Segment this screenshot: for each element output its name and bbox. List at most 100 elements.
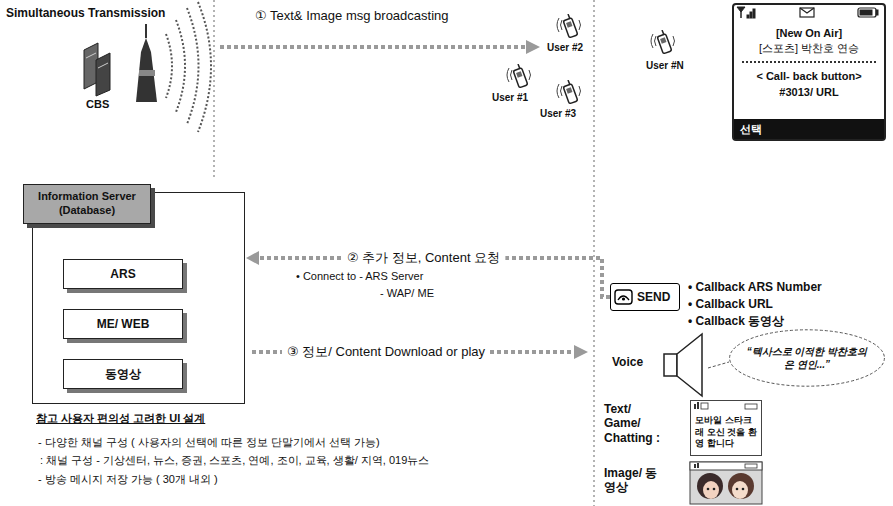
phone-status-icons bbox=[753, 9, 755, 18]
output-label: Voice bbox=[612, 355, 643, 369]
phone-status-icons bbox=[858, 8, 876, 17]
note-text: - 방송 메시지 저장 가능 ( 30개 내외 ) bbox=[38, 473, 218, 486]
tower-icon bbox=[136, 24, 157, 102]
box-text: ARS bbox=[110, 267, 135, 281]
box-text: #3013/ URL bbox=[734, 85, 884, 99]
send-key-icon bbox=[622, 297, 625, 300]
send-key-icon bbox=[615, 290, 632, 304]
tower-icon bbox=[136, 38, 157, 102]
radio-waves bbox=[176, 20, 185, 112]
phone-status-icons bbox=[747, 15, 749, 18]
send-key-icon bbox=[618, 296, 629, 300]
image-screen bbox=[690, 462, 762, 470]
cbs-icon bbox=[96, 53, 110, 96]
phone-status-icons bbox=[750, 12, 752, 18]
output-label: Image/ 동영상 bbox=[604, 466, 666, 495]
box-text: ME/ WEB bbox=[97, 317, 150, 331]
send-key-icon bbox=[615, 290, 632, 304]
image-screen bbox=[745, 464, 757, 468]
note-text: - 다양한 채널 구성 ( 사용자의 선택에 따른 정보 단말기에서 선택 가능… bbox=[38, 436, 380, 449]
user-phones bbox=[507, 64, 531, 88]
radio-waves bbox=[198, 2, 211, 132]
note-text: - WAP/ ME bbox=[380, 287, 434, 300]
box-text: “텍사스로 이적한 박찬호의 은 연인...” bbox=[746, 345, 868, 371]
icon-label: CBS bbox=[86, 98, 109, 111]
phone-status-icons bbox=[800, 8, 814, 17]
phone-screen: [New On Air][스포츠] 박찬호 연승 < Call- back but… bbox=[732, 3, 886, 141]
text-screen-status bbox=[701, 403, 708, 409]
bubble-outline bbox=[730, 330, 885, 386]
user-label: User #1 bbox=[492, 92, 528, 104]
text-screen-status bbox=[694, 404, 696, 409]
note-text: • Connect to - ARS Server bbox=[296, 270, 423, 283]
text-screen: 모바일 스타크래 오신 것을 환영 합니다 bbox=[690, 400, 762, 456]
image-screen bbox=[707, 488, 710, 491]
speaker-icon bbox=[664, 354, 677, 376]
phone-status-icons bbox=[737, 7, 745, 12]
download-arrow bbox=[252, 345, 588, 359]
cbs-icon bbox=[84, 43, 110, 96]
arrow-head bbox=[246, 251, 259, 265]
step-label: ③ 정보/ Content Download or play bbox=[282, 344, 490, 360]
tower-icon bbox=[145, 24, 147, 38]
speaker-icon bbox=[664, 334, 729, 396]
radio-waves bbox=[166, 2, 211, 132]
divider-lines bbox=[213, 0, 215, 178]
divider-lines bbox=[593, 0, 595, 506]
user-label: User #2 bbox=[547, 42, 583, 54]
callback-item: • Callback 동영상 bbox=[688, 314, 784, 328]
box-text: SEND bbox=[637, 290, 670, 304]
image-screen bbox=[697, 473, 723, 499]
user-phones bbox=[651, 30, 675, 54]
speech-bubble: “텍사스로 이적한 박찬호의 은 연인...” bbox=[728, 328, 886, 388]
box-text: 동영상 bbox=[105, 366, 141, 383]
radio-waves bbox=[187, 8, 199, 124]
phone-status-icons bbox=[876, 10, 878, 15]
image-screen bbox=[728, 473, 754, 499]
phone-status-icons bbox=[737, 7, 878, 18]
text-screen-status bbox=[697, 402, 699, 409]
phone-status-icons bbox=[800, 8, 814, 13]
download-arrow bbox=[574, 345, 588, 359]
output-label: Text/ Game/ Chatting : bbox=[604, 402, 666, 445]
box-text: < Call- back button> bbox=[734, 69, 884, 83]
radio-waves bbox=[166, 34, 172, 98]
note-heading: 참고 사용자 편의성 고려한 UI 설계 bbox=[36, 412, 205, 425]
cbs-icon bbox=[98, 63, 108, 68]
text-screen-status bbox=[694, 402, 757, 409]
server-module: ME/ WEB bbox=[63, 309, 183, 339]
broadcast-arrow bbox=[220, 45, 526, 49]
image-screen bbox=[690, 462, 762, 504]
box-text: [스포츠] 박찬호 연승 bbox=[742, 41, 876, 62]
broadcast-arrow bbox=[220, 40, 540, 54]
image-screen bbox=[694, 464, 696, 468]
user-label: User #3 bbox=[540, 108, 576, 120]
image-screen bbox=[697, 463, 699, 468]
bubble-outline bbox=[728, 328, 886, 388]
send-button: SEND bbox=[610, 283, 680, 311]
box-text: [New On Air] bbox=[734, 26, 884, 40]
box-heading: Information Server (Database) bbox=[23, 184, 151, 224]
user-phones bbox=[557, 80, 581, 104]
server-module: 동영상 bbox=[63, 359, 183, 389]
broadcast-arrow bbox=[526, 40, 540, 54]
callback-item: • Callback ARS Number bbox=[688, 280, 822, 294]
callback-item: • Callback URL bbox=[688, 297, 773, 311]
speaker-icon bbox=[677, 334, 702, 396]
image-screen bbox=[713, 488, 716, 491]
phone-status-icons bbox=[860, 10, 872, 15]
text-screen-status bbox=[745, 404, 757, 409]
image-screen bbox=[742, 488, 745, 491]
image-screen bbox=[703, 481, 719, 499]
user-phones bbox=[557, 14, 581, 38]
box-text: 선택 bbox=[734, 119, 884, 139]
server-frame: Information Server (Database)ARSME/ WEB동… bbox=[32, 192, 245, 404]
user-phones bbox=[507, 14, 675, 104]
speaker-icon bbox=[708, 362, 729, 368]
step-label: ① Text& Image msg broadcasting bbox=[255, 8, 449, 24]
tower-icon bbox=[139, 70, 155, 76]
edge-label: ② 추가 정보, Content 요청 bbox=[342, 250, 505, 266]
server-module: ARS bbox=[63, 259, 183, 289]
image-screen bbox=[736, 488, 739, 491]
note-text: : 채널 구성 - 기상센터, 뉴스, 증권, 스포츠, 연예, 조이, 교육,… bbox=[40, 454, 429, 467]
